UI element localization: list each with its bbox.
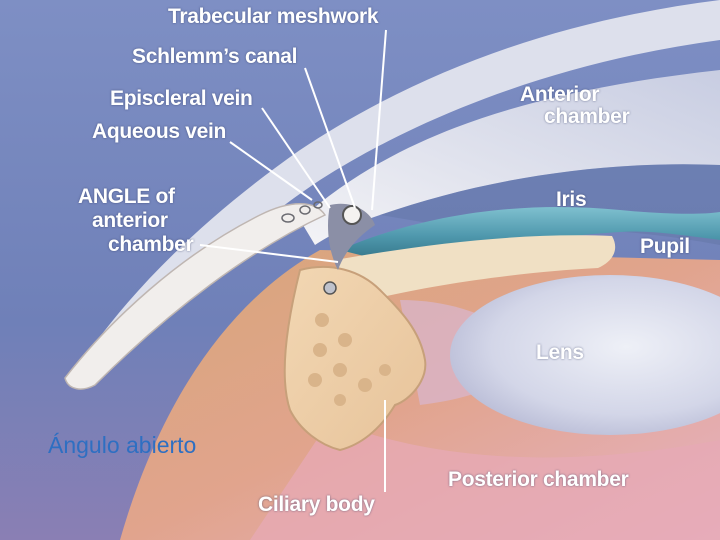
- lens-label: Lens: [536, 342, 584, 364]
- angle-label-line3: chamber: [108, 234, 193, 256]
- caption-open-angle: Ángulo abierto: [48, 432, 196, 459]
- pupil-label: Pupil: [640, 236, 690, 258]
- schlemms-canal-label: Schlemm’s canal: [132, 46, 297, 68]
- anterior-chamber-label-line2: chamber: [544, 106, 629, 128]
- episcleral-vein-label: Episcleral vein: [110, 88, 253, 110]
- trabecular-meshwork-label: Trabecular meshwork: [168, 6, 378, 28]
- aqueous-vein-label: Aqueous vein: [92, 121, 226, 143]
- posterior-chamber-label: Posterior chamber: [448, 469, 628, 491]
- anterior-chamber-label-line1: Anterior: [520, 84, 599, 106]
- ciliary-body-label: Ciliary body: [258, 494, 375, 516]
- angle-label-line1: ANGLE of: [78, 186, 175, 208]
- angle-vessel: [324, 282, 336, 294]
- schlemms-canal-shape: [343, 206, 361, 224]
- angle-label-line2: anterior: [92, 210, 168, 232]
- iris-label: Iris: [556, 189, 586, 211]
